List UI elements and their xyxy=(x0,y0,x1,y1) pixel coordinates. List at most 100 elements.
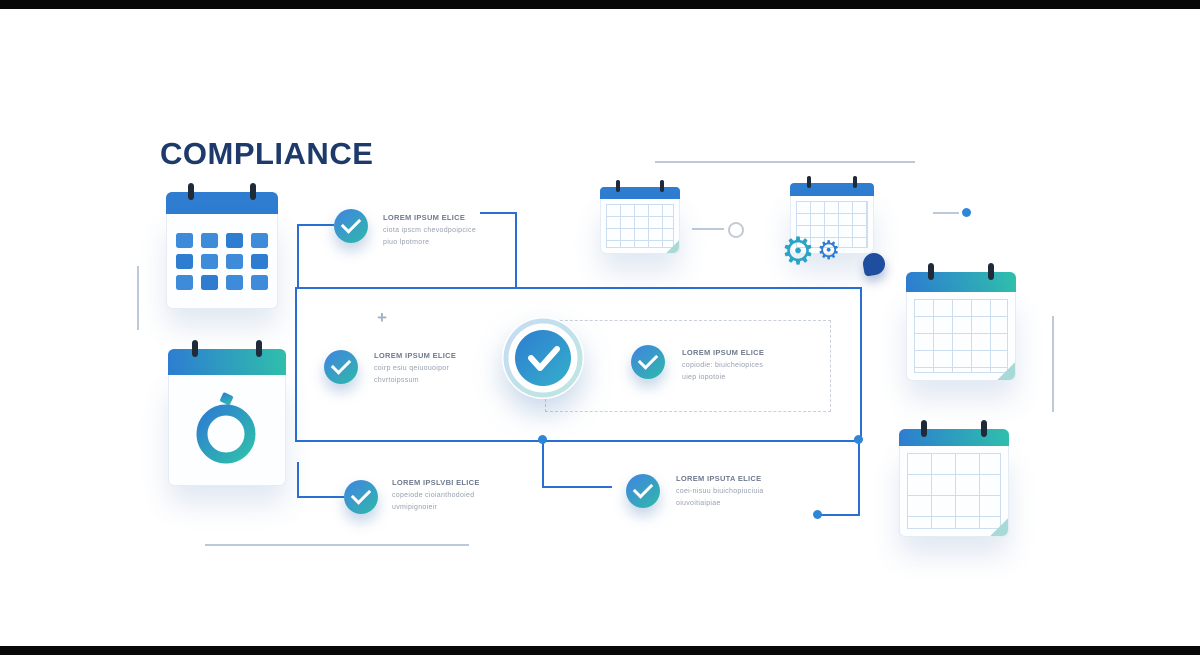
binder-ring-icon xyxy=(616,180,620,192)
binder-ring-icon xyxy=(249,183,256,200)
check-circle-icon xyxy=(626,474,660,508)
calendar-header xyxy=(600,187,680,199)
calendar-body xyxy=(168,375,286,486)
gear-icon xyxy=(781,233,815,271)
ribbon-badge-icon xyxy=(861,251,887,277)
calendar-cell xyxy=(226,253,243,269)
connector-bottom-left-v xyxy=(297,462,299,498)
calendar-cell xyxy=(226,232,243,248)
calendar-cell xyxy=(251,253,268,269)
top-letterbox-bar xyxy=(0,0,1200,9)
calendar-grid-icon xyxy=(166,183,278,309)
note-line: coirp esiu qeiuouoipor xyxy=(374,364,450,372)
check-circle-icon xyxy=(324,350,358,384)
calendar-cell xyxy=(201,253,218,269)
binder-ring-icon xyxy=(853,176,858,188)
plus-decor-icon: + xyxy=(377,308,387,327)
calendar-cell xyxy=(176,253,193,269)
main-check-badge-icon xyxy=(502,317,584,399)
note-line: LOREM IPSUM ELICE xyxy=(383,213,466,222)
note-line: piuo lpotmore xyxy=(383,238,430,246)
calendar-small-icon xyxy=(600,180,680,254)
magnifier-lens-icon xyxy=(196,392,256,464)
note-line: LOREM IPSUM ELICE xyxy=(374,351,457,360)
calendar-cell xyxy=(251,274,268,290)
calendar-cell xyxy=(201,274,218,290)
page-title: COMPLIANCE xyxy=(160,136,374,171)
calendar-body xyxy=(600,199,680,254)
folded-corner xyxy=(990,518,1008,536)
decor-line-left xyxy=(137,266,139,330)
note-line: LOREM IPSLVBI ELICE xyxy=(392,478,480,487)
calendar-right-bottom-icon xyxy=(899,420,1009,537)
folded-corner xyxy=(997,362,1015,380)
note-line: LOREM IPSUTA ELICE xyxy=(676,474,762,483)
calendar-body xyxy=(906,292,1016,381)
calendar-cell xyxy=(226,274,243,290)
connector-right-v xyxy=(858,439,860,516)
calendar-cell xyxy=(201,232,218,248)
bottom-letterbox-bar xyxy=(0,646,1200,655)
calendar-header xyxy=(899,429,1009,446)
decor-line-right xyxy=(1052,316,1054,412)
check-circle-icon xyxy=(344,480,378,514)
decor-line-top-right xyxy=(655,161,915,163)
calendar-header xyxy=(166,192,278,214)
note-line: LOREM IPSUM ELICE xyxy=(682,348,765,357)
calendar-body xyxy=(899,446,1009,537)
check-circle-icon xyxy=(631,345,665,379)
connector-bottom-mid-h xyxy=(542,486,612,488)
note-line: copiodie: biuicheiopices xyxy=(682,361,764,369)
note-line: oiuvoitiaipiae xyxy=(676,499,721,507)
note-line: uvmipignoieir xyxy=(392,503,438,511)
binder-ring-icon xyxy=(928,263,934,280)
binder-ring-icon xyxy=(921,420,927,437)
folded-corner xyxy=(666,240,679,253)
calendar-header xyxy=(168,349,286,375)
binder-ring-icon xyxy=(191,340,198,357)
calendar-body xyxy=(790,196,887,277)
note-line: chvrtoipssum xyxy=(374,376,419,384)
calendar-cell xyxy=(176,232,193,248)
connector-right-h xyxy=(818,514,860,516)
connector-bottom-mid-v xyxy=(542,439,544,488)
node-dot-right xyxy=(962,208,971,217)
decor-line-bottom-left xyxy=(205,544,469,546)
calendar-grid-lines xyxy=(914,299,1008,373)
check-circle-icon xyxy=(334,209,368,243)
calendar-cell xyxy=(251,232,268,248)
connector-smallcal xyxy=(692,228,724,230)
connector-top-right-h xyxy=(480,212,517,214)
note-line: copeiode cioianthodoied xyxy=(392,491,475,499)
connector-top-left-h xyxy=(299,224,334,226)
calendar-header xyxy=(906,272,1016,292)
binder-ring-icon xyxy=(188,183,195,200)
binder-ring-icon xyxy=(806,176,811,188)
note-top: LOREM IPSUM ELICE ciota ipscm chevodpoip… xyxy=(383,212,511,249)
node-dot-bottom-mid xyxy=(538,435,547,444)
binder-ring-icon xyxy=(256,340,263,357)
calendar-cell xyxy=(176,274,193,290)
calendar-header xyxy=(790,183,874,196)
connector-top-left-v xyxy=(297,224,299,288)
calendar-magnifier-icon xyxy=(168,340,286,486)
connector-right-dot xyxy=(933,212,959,214)
note-line: coei-nisuu biuichopiuciuia xyxy=(676,487,764,495)
calendar-grid-lines xyxy=(907,453,1001,529)
node-dot-bottom-right xyxy=(813,510,822,519)
note-bottom-right: LOREM IPSUTA ELICE coei-nisuu biuichopiu… xyxy=(676,473,804,510)
open-node-dot xyxy=(728,222,744,238)
connector-top-right-v xyxy=(515,212,517,288)
note-mid-right: LOREM IPSUM ELICE copiodie: biuicheiopic… xyxy=(682,347,810,384)
calendar-grid-lines xyxy=(606,204,674,248)
connector-bottom-left-h xyxy=(297,496,344,498)
note-bottom-left: LOREM IPSLVBI ELICE copeiode cioianthodo… xyxy=(392,477,520,514)
calendar-gears-icon xyxy=(790,176,887,277)
gear-icon xyxy=(817,237,840,263)
calendar-right-top-icon xyxy=(906,263,1016,381)
binder-ring-icon xyxy=(981,420,987,437)
binder-ring-icon xyxy=(660,180,664,192)
note-line: uiep iopotoie xyxy=(682,373,726,381)
flow-rectangle xyxy=(295,287,862,442)
